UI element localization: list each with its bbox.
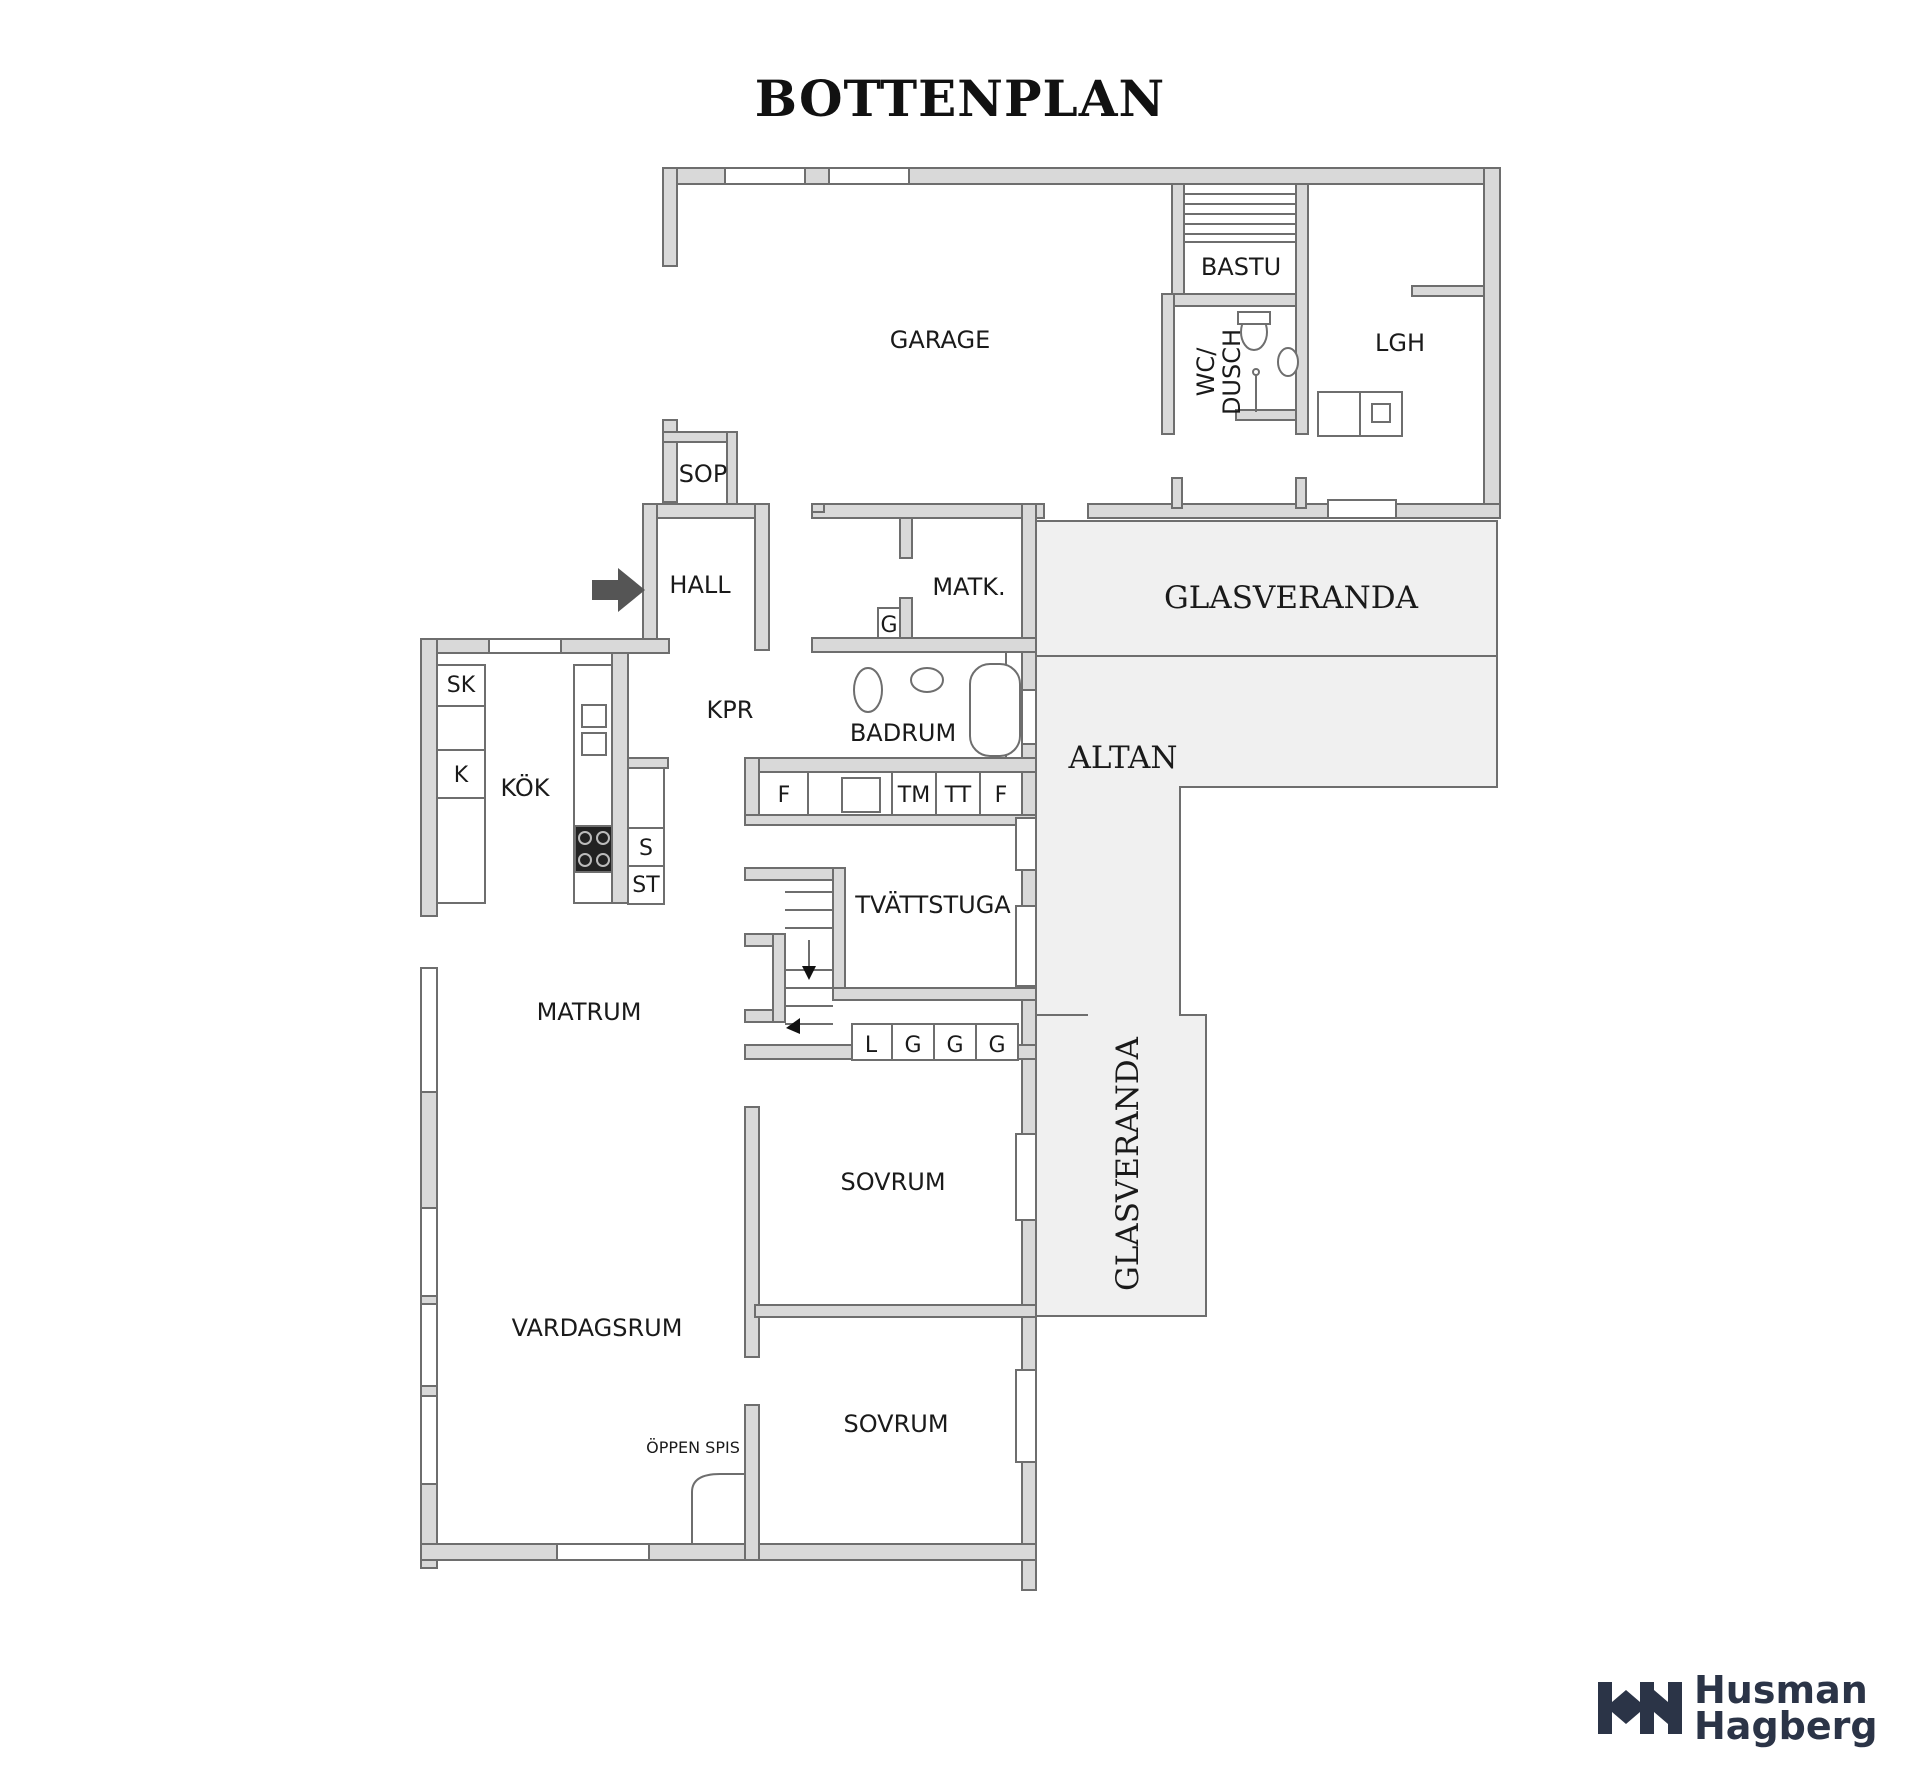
window [1015,817,1037,871]
window [488,638,562,654]
room-sovrum-1: SOVRUM [840,1168,945,1196]
toilet-icon [853,667,883,713]
label-g-matk: G [880,613,897,638]
room-garage: GARAGE [890,326,990,354]
room-matk: MATK. [932,573,1005,601]
terrace-areas [1035,520,1498,1317]
label-g3: G [988,1033,1005,1058]
room-bastu: BASTU [1201,253,1281,281]
glasveranda-top-area [1035,520,1498,657]
label-tt: TT [944,783,972,808]
lgh-kitchenette [1317,391,1403,437]
sink-icon [581,732,607,756]
label-f-left: F [778,783,791,808]
window [556,1543,650,1561]
room-kpr: KPR [707,696,754,724]
wc-fixtures [1237,311,1299,412]
room-kok: KÖK [500,773,550,802]
oppen-spis-label: ÖPPEN SPIS [646,1438,740,1457]
room-glasveranda-top: GLASVERANDA [1164,580,1419,616]
label-f-right: F [995,783,1008,808]
room-glasveranda-side: GLASVERANDA [1110,1036,1146,1291]
room-matrum: MATRUM [537,998,642,1026]
room-labels: GARAGE BASTU WC/ DUSCH LGH SOP HALL MATK… [500,253,1425,1457]
altan-area [1035,655,1498,1317]
label-g2: G [946,1033,963,1058]
room-sop: SOP [679,460,728,488]
sink-icon [581,704,607,728]
window [724,167,806,185]
label-tm: TM [897,783,930,808]
label-k: K [454,763,469,788]
room-lgh: LGH [1375,329,1425,357]
window [828,167,910,185]
logo-mark-icon [1598,1682,1682,1734]
laundry-sink-icon [841,777,881,813]
room-wc-dusch-line2: DUSCH [1218,329,1246,415]
window [1015,1133,1037,1221]
room-hall: HALL [669,571,731,599]
plan-title: BOTTENPLAN [755,69,1165,128]
bathroom-fixtures [758,607,1023,816]
room-vardagsrum: VARDAGSRUM [512,1314,683,1342]
kitchen-fixtures [436,664,665,905]
window [420,1207,438,1297]
sink-icon [1277,347,1299,377]
window [420,1303,438,1387]
window [1015,905,1037,987]
window [1015,1369,1037,1463]
windows [420,167,1397,1561]
husman-hagberg-logo: Husman Hagberg [1598,1668,1878,1748]
room-badrum: BADRUM [850,719,956,747]
stair-down-arrow-icon [802,966,816,980]
laundry-cabinets [851,1023,1019,1061]
room-altan: ALTAN [1068,740,1178,776]
entrance-arrow-icon [592,568,645,612]
window [420,967,438,1093]
fireplace [691,1473,745,1544]
room-wc-dusch-line1: WC/ [1192,347,1220,396]
room-sovrum-2: SOVRUM [843,1410,948,1438]
label-l: L [865,1033,878,1058]
label-s: S [639,836,653,861]
fixture-labels: SK K S ST G F TM TT F L G G G [447,613,1008,1058]
room-tvattstuga: TVÄTTSTUGA [854,890,1011,919]
logo-line2: Hagberg [1694,1704,1878,1748]
sink-icon [910,667,944,693]
window [1327,499,1397,519]
window [420,1395,438,1485]
label-st: ST [632,873,660,898]
staircase [785,891,833,1034]
sauna-bench [1183,183,1297,243]
label-sk: SK [447,673,476,698]
label-g1: G [904,1033,921,1058]
bathtub-icon [969,663,1021,757]
logo-line1: Husman [1694,1668,1868,1712]
